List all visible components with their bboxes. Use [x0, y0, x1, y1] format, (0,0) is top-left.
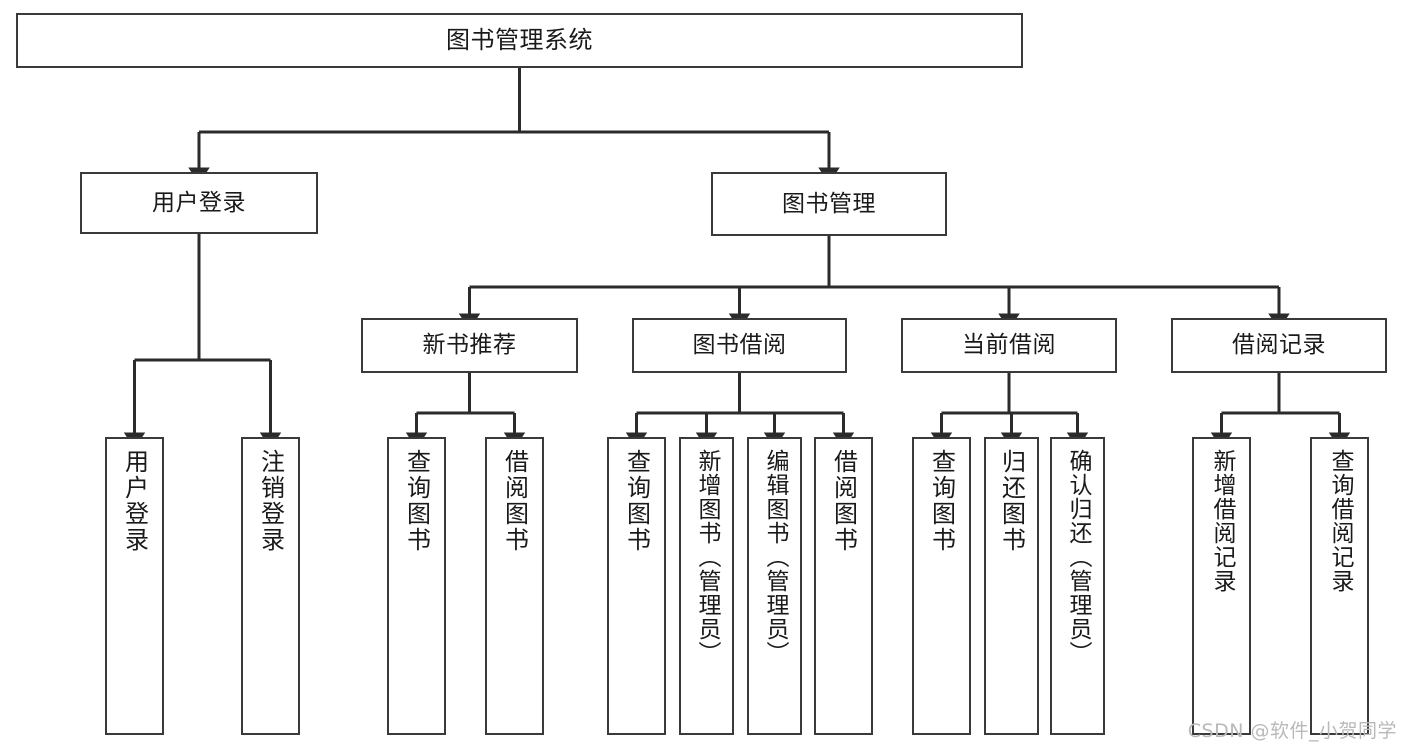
leaf-node-borrow-book-label: 借阅图书 — [829, 449, 858, 553]
node-book-management[interactable]: 图书管理 — [711, 172, 947, 236]
leaf-node-add-book-label: 新增图书（管理员） — [694, 449, 720, 665]
leaf-node-add-borrow-record[interactable]: 新增借阅记录 — [1192, 437, 1251, 735]
edges-group — [123, 68, 1351, 449]
leaf-node-edit-book[interactable]: 编辑图书（管理员） — [747, 437, 802, 735]
csdn-watermark: CSDN @软件_小贺同学 — [1187, 720, 1397, 742]
node-borrow-record[interactable]: 借阅记录 — [1171, 318, 1387, 373]
leaf-node-borrow-book-recommend[interactable]: 借阅图书 — [485, 437, 544, 735]
node-book-management-label: 图书管理 — [782, 190, 876, 217]
leaf-node-add-book[interactable]: 新增图书（管理员） — [679, 437, 734, 735]
leaf-node-return-book[interactable]: 归还图书 — [984, 437, 1039, 735]
node-new-book-recommend[interactable]: 新书推荐 — [361, 318, 578, 373]
leaf-node-query-book-borrow[interactable]: 查询图书 — [607, 437, 666, 735]
leaf-node-borrow-book[interactable]: 借阅图书 — [814, 437, 873, 735]
node-new-book-recommend-label: 新书推荐 — [422, 332, 517, 359]
node-user-login-label: 用户登录 — [152, 189, 246, 216]
node-user-login[interactable]: 用户登录 — [80, 172, 318, 234]
node-root-label: 图书管理系统 — [446, 25, 593, 54]
node-current-borrow-label: 当前借阅 — [962, 332, 1056, 359]
leaf-node-logout-label: 注销登录 — [256, 449, 285, 553]
leaf-node-user-login[interactable]: 用户登录 — [105, 437, 164, 735]
node-borrow-record-label: 借阅记录 — [1232, 332, 1326, 359]
leaf-node-confirm-return-label: 确认归还（管理员） — [1065, 449, 1091, 665]
node-book-borrow[interactable]: 图书借阅 — [632, 318, 847, 373]
leaf-node-return-book-label: 归还图书 — [997, 449, 1026, 553]
leaf-node-query-book-recommend[interactable]: 查询图书 — [387, 437, 446, 735]
leaf-node-query-book-current[interactable]: 查询图书 — [912, 437, 971, 735]
leaf-node-borrow-book-recommend-label: 借阅图书 — [500, 449, 529, 553]
leaf-node-add-borrow-record-label: 新增借阅记录 — [1209, 449, 1235, 593]
leaf-node-edit-book-label: 编辑图书（管理员） — [762, 449, 788, 665]
leaf-node-query-book-current-label: 查询图书 — [927, 449, 956, 553]
leaf-node-user-login-label: 用户登录 — [120, 449, 149, 553]
leaf-node-query-borrow-record-label: 查询借阅记录 — [1327, 449, 1353, 593]
leaf-node-confirm-return[interactable]: 确认归还（管理员） — [1050, 437, 1105, 735]
node-book-borrow-label: 图书借阅 — [692, 332, 787, 359]
node-root[interactable]: 图书管理系统 — [16, 13, 1023, 68]
leaf-node-query-book-recommend-label: 查询图书 — [402, 449, 431, 553]
leaf-node-query-book-borrow-label: 查询图书 — [622, 449, 651, 553]
leaf-node-logout[interactable]: 注销登录 — [241, 437, 300, 735]
leaf-node-query-borrow-record[interactable]: 查询借阅记录 — [1310, 437, 1369, 735]
node-current-borrow[interactable]: 当前借阅 — [901, 318, 1117, 373]
